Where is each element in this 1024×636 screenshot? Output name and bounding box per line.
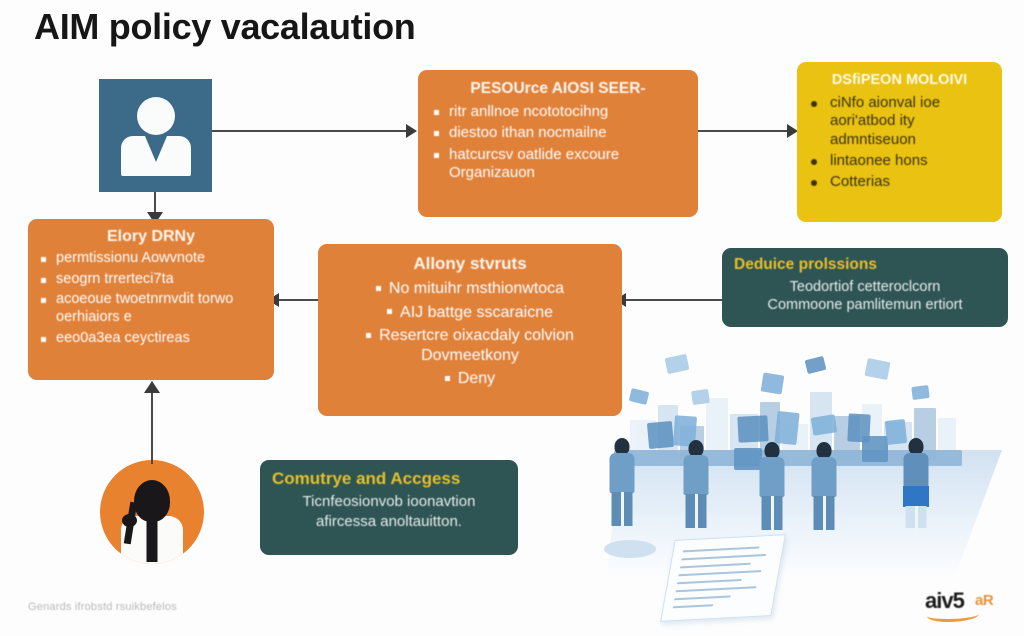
floating-card bbox=[884, 419, 908, 445]
floating-card bbox=[862, 436, 888, 462]
list-item: lintaonee hons bbox=[809, 152, 990, 170]
user-head-shape bbox=[136, 97, 175, 135]
card-resource-access[interactable]: PESOUrce AIOSI SEER- ritr anllnoe ncotot… bbox=[418, 70, 698, 217]
card-deduce-provisions-title: Deduice prolssions bbox=[734, 256, 877, 273]
admin-hand-shape bbox=[122, 514, 137, 527]
list-item: AIJ battge sscaraicne bbox=[332, 303, 608, 323]
floating-card bbox=[646, 420, 675, 450]
arrow-user-to-explicit-deny-line bbox=[154, 192, 156, 225]
user-person-icon bbox=[99, 79, 212, 192]
card-decision-policy-list: ciNfo aionval ioe aori'atbod ity admntis… bbox=[809, 94, 990, 191]
list-item: hatcurcsv oatlide excoure Organizauon bbox=[432, 146, 684, 183]
list-item: seogrn trrerteci7ta bbox=[39, 271, 263, 289]
arrow-user-to-resource-access-head bbox=[406, 124, 417, 138]
card-resource-access-title: PESOUrce AIOSI SEER- bbox=[470, 80, 646, 97]
floating-card bbox=[760, 372, 785, 395]
card-allow-statements-title: Allony stvruts bbox=[413, 254, 527, 273]
floating-card bbox=[691, 388, 710, 406]
aws-logo-sub-text: aR bbox=[975, 592, 994, 609]
arrow-user-to-resource-access-line bbox=[212, 130, 408, 132]
footer-note: Genards ifrobstd rsuikbefelos bbox=[28, 601, 177, 613]
floating-card bbox=[774, 410, 800, 446]
list-item: acoeoue twoetnrnvdit torwo oerhiaiors e bbox=[39, 291, 263, 326]
floating-card bbox=[911, 385, 930, 400]
card-compute-access-title: Comutrye and Accgess bbox=[272, 469, 461, 488]
list-item: Deny bbox=[332, 369, 608, 389]
administrator-person-icon bbox=[100, 460, 204, 564]
card-explicit-deny-list: permtissionu Aowvnote seogrn trrerteci7t… bbox=[39, 250, 263, 347]
page-title: AIM policy vacalaution bbox=[34, 6, 416, 47]
card-allow-statements-list: No mituihr msthionwtoca AIJ battge sscar… bbox=[332, 279, 608, 389]
illustration-floor bbox=[606, 450, 1002, 578]
list-item: Resertcre oixacdaly colvion Dovmeetkony bbox=[332, 326, 608, 365]
list-item: permtissionu Aowvnote bbox=[39, 250, 263, 268]
arrow-admin-to-explicit-deny-head bbox=[144, 381, 160, 393]
card-compute-access-line-1: Ticnfeosionvob ioonavtion bbox=[302, 493, 476, 510]
card-allow-statements[interactable]: Allony stvruts No mituihr msthionwtoca A… bbox=[318, 244, 622, 416]
user-collar-shape bbox=[144, 136, 167, 162]
arrow-resource-access-to-decision-policy-line bbox=[698, 130, 790, 132]
list-item: ciNfo aionval ioe aori'atbod ity admntis… bbox=[809, 94, 990, 149]
list-item: Cotterias bbox=[809, 173, 990, 191]
card-resource-access-list: ritr anllnoe ncototocihng diestoo ithan … bbox=[432, 103, 684, 182]
arrow-resource-access-to-decision-policy-head bbox=[787, 124, 798, 138]
illustration-pedestal bbox=[604, 540, 656, 558]
card-explicit-deny-title: Elory DRNy bbox=[106, 228, 196, 245]
list-item: eeo0a3ea ceyctireas bbox=[39, 330, 263, 348]
list-item: diestoo ithan nocmailne bbox=[432, 124, 684, 142]
card-compute-access[interactable]: Comutrye and Accgess Ticnfeosionvob ioon… bbox=[260, 460, 518, 555]
list-item: No mituihr msthionwtoca bbox=[332, 279, 608, 299]
floating-card bbox=[804, 355, 827, 375]
illustration-document-sheet bbox=[660, 534, 786, 622]
card-deduce-provisions-line-2: Commoone pamlitemun ertiort bbox=[767, 297, 963, 314]
card-deduce-provisions[interactable]: Deduice prolssions Teodortiof cetteroclc… bbox=[722, 248, 1008, 327]
floating-card bbox=[664, 353, 690, 375]
admin-head-shape bbox=[134, 480, 170, 522]
card-decision-policy[interactable]: DSfiPEON MOLOIVI ciNfo aionval ioe aori'… bbox=[797, 62, 1002, 222]
aws-logo-swoosh-icon bbox=[927, 608, 979, 622]
card-decision-policy-title: DSfiPEON MOLOIVI bbox=[831, 72, 968, 88]
arrow-allow-to-explicit-deny-line bbox=[276, 299, 322, 301]
card-deduce-provisions-line-1: Teodortiof cetteroclcorn bbox=[789, 279, 941, 295]
card-compute-access-line-2: afircessa anoltauitton. bbox=[316, 512, 462, 530]
floating-card bbox=[810, 414, 838, 436]
floating-card bbox=[737, 415, 769, 443]
admin-tie-shape bbox=[146, 516, 158, 562]
arrow-deduce-to-allow-line bbox=[624, 299, 724, 301]
floating-card bbox=[864, 357, 891, 381]
list-item: ritr anllnoe ncototocihng bbox=[432, 103, 684, 121]
aws-logo: aiv5 aR bbox=[925, 588, 1007, 624]
floating-card bbox=[734, 448, 762, 470]
card-explicit-deny[interactable]: Elory DRNy permtissionu Aowvnote seogrn … bbox=[28, 219, 274, 380]
arrow-admin-to-explicit-deny-line bbox=[151, 382, 153, 464]
people-data-illustration bbox=[596, 330, 1024, 622]
